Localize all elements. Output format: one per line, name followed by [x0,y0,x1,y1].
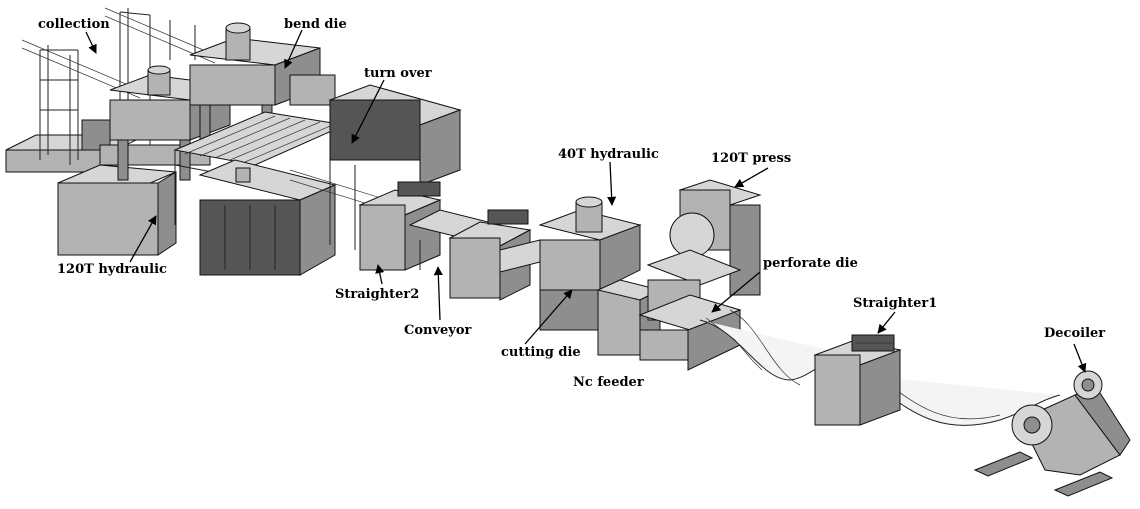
straighter2-label: Straighter2 [335,287,420,302]
decoiler-label: Decoiler [1044,326,1106,341]
conveyor-label: Conveyor [404,323,472,338]
turn-over-label: turn over [364,66,432,81]
straighter-one-machine [813,334,902,426]
bend-die-label: bend die [284,17,347,32]
leader-arrows [85,29,1087,373]
control-cabinet [198,159,337,276]
turn-over-unit [289,84,462,250]
collection-label: collection [38,17,110,32]
hydraulic-120t-label: 120T hydraulic [57,262,167,277]
decoiler-machine [973,370,1131,497]
press-120t-label: 120T press [711,151,792,166]
straighter1-label: Straighter1 [853,296,938,311]
conveyor-machine [408,209,532,301]
hydraulic-40t-label: 40T hydraulic [558,147,659,162]
cutting-die-label: cutting die [501,345,581,360]
hydraulic-120t-machine [57,164,177,256]
press-120t-machine [638,179,762,371]
nc-feeder-label: Nc feeder [573,375,644,390]
perforate-die-label: perforate die [763,256,858,271]
hydraulic-40t-machine [499,196,642,331]
